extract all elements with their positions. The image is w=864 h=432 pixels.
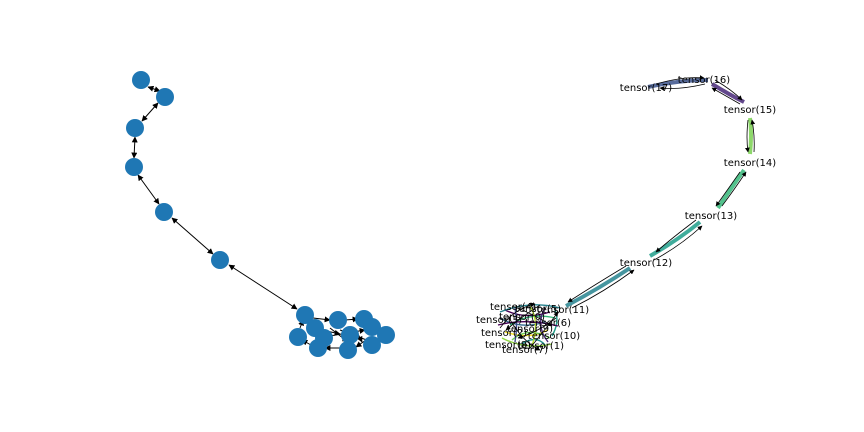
graph-node <box>339 341 357 359</box>
graph-node <box>126 119 144 137</box>
edge <box>721 171 747 207</box>
graph-node <box>377 326 395 344</box>
node-label: tensor(10) <box>528 331 580 342</box>
graph-node <box>296 306 314 324</box>
edge <box>507 315 541 351</box>
left-graph-edges <box>131 85 387 351</box>
graph-node <box>132 71 150 89</box>
edge <box>147 85 161 93</box>
edge <box>529 311 559 349</box>
node-label: tensor(9) <box>507 324 553 335</box>
node-label: tensor(7) <box>502 345 548 356</box>
edge <box>540 307 549 343</box>
node-label: tensor(1) <box>518 341 564 352</box>
edge <box>715 171 741 207</box>
left-graph-nodes <box>125 71 395 359</box>
edge <box>529 305 537 347</box>
edge <box>750 119 756 153</box>
edge <box>655 219 697 253</box>
node-label: tensor(3) <box>476 315 522 326</box>
edge <box>171 217 214 255</box>
graph-node <box>363 318 381 336</box>
node-label: tensor(14) <box>724 158 776 169</box>
graph-node <box>309 339 327 357</box>
edge <box>137 174 160 205</box>
node-label: tensor(0) <box>499 312 545 323</box>
edge <box>716 168 746 210</box>
node-label: tensor(16) <box>678 75 730 86</box>
edge <box>653 225 703 261</box>
edge <box>228 264 298 310</box>
edge <box>141 102 159 122</box>
node-label: tensor(6) <box>525 318 571 329</box>
edge <box>504 309 551 317</box>
graph-node <box>329 311 347 329</box>
edge <box>567 265 627 303</box>
edge <box>509 315 556 326</box>
node-label: tensor(2) <box>481 328 527 339</box>
edge <box>659 83 706 91</box>
edge <box>505 304 541 331</box>
node-label: tensor(11) <box>537 305 589 316</box>
edge <box>649 220 702 258</box>
node-label: tensor(5) <box>515 304 561 315</box>
edge <box>745 119 750 153</box>
node-label: tensor(12) <box>620 258 672 269</box>
right-graph-labels: tensor(17) tensor(16) tensor(15) tensor(… <box>476 75 776 356</box>
cluster-edges <box>497 302 561 351</box>
edge <box>497 321 559 327</box>
edge <box>131 136 138 159</box>
graph-node <box>155 203 173 221</box>
edge <box>711 87 741 105</box>
edge <box>565 266 632 308</box>
edge <box>312 316 331 323</box>
node-label: tensor(4) <box>490 302 536 313</box>
edge <box>511 331 551 341</box>
edge <box>748 117 753 155</box>
node-label: tensor(8) <box>485 340 531 351</box>
edge <box>571 269 635 309</box>
right-graph-edges <box>497 75 756 351</box>
graph-node <box>363 336 381 354</box>
graph-node <box>156 88 174 106</box>
edge <box>655 75 705 85</box>
graph-node <box>341 326 359 344</box>
edge <box>647 78 709 89</box>
node-label: tensor(15) <box>724 105 776 116</box>
node-label: tensor(13) <box>685 211 737 222</box>
left-network-graph <box>125 71 395 359</box>
graph-node <box>125 158 143 176</box>
edge <box>499 302 536 329</box>
node-label: tensor(17) <box>620 83 672 94</box>
edge <box>514 307 518 343</box>
edge <box>504 329 549 337</box>
right-network-graph: tensor(17) tensor(16) tensor(15) tensor(… <box>476 75 776 356</box>
graph-node <box>211 251 229 269</box>
edge <box>501 337 553 347</box>
edge <box>714 79 743 101</box>
edge <box>710 82 745 104</box>
graph-node <box>289 328 307 346</box>
edge <box>517 317 557 340</box>
